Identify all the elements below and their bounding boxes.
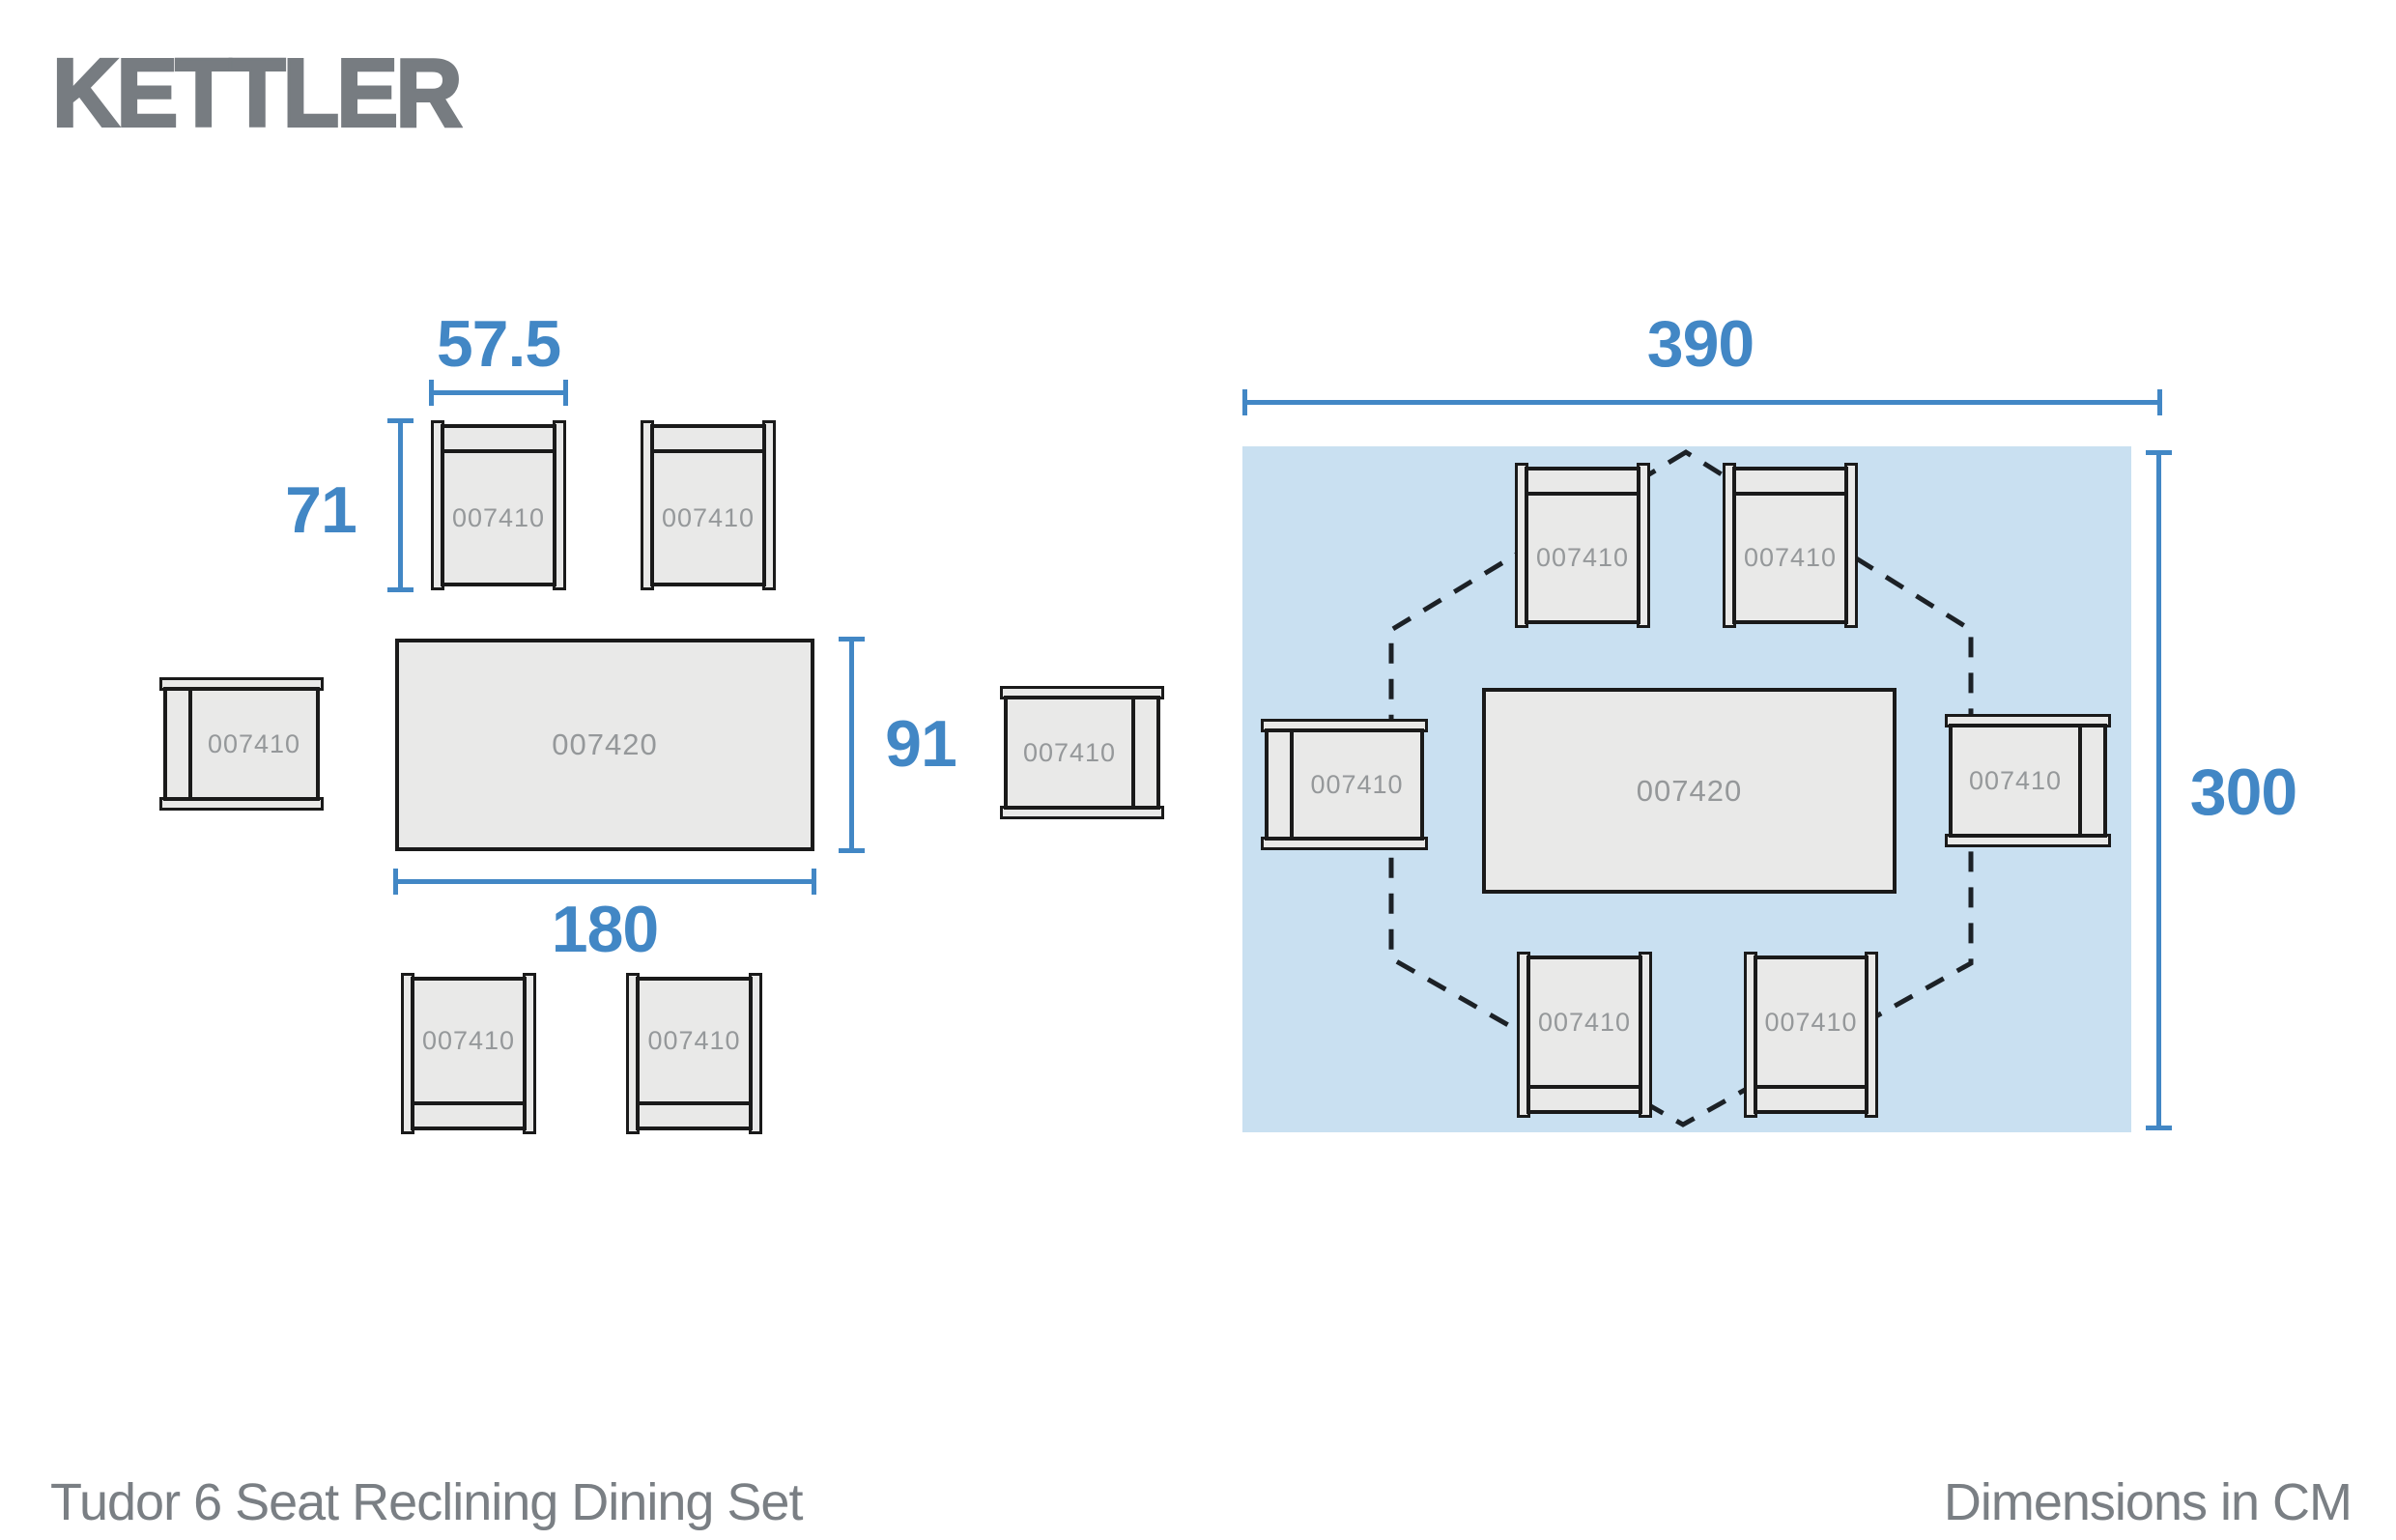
backrest-band [639,1101,750,1126]
dimension-line [431,390,566,395]
part-number-label: 007420 [552,727,658,761]
dimension-line [1244,400,2160,405]
backrest-band [1756,1085,1866,1110]
part-number-label: 007410 [647,1026,741,1055]
dimension-tick [839,848,865,853]
chair-top-view: 007410 [1945,714,2111,847]
chair-top-view: 007410 [401,973,536,1134]
chair-body: 007410 [636,977,753,1130]
chair-top-view: 007410 [1515,463,1650,628]
units-note: Dimensions in CM [1943,1473,2353,1531]
dimension-label: 300 [2189,756,2297,829]
dimension-label: 57.5 [436,307,561,381]
dimension-tick [393,869,398,895]
dimension-label: 180 [551,893,659,966]
chair-body: 007410 [1265,728,1424,841]
dimension-tick [387,418,414,423]
backrest-band [1735,471,1845,496]
chair-top-view: 007410 [1517,952,1652,1118]
dimension-line [398,420,403,590]
chair-top-view: 007410 [431,420,566,590]
backrest-band [1529,1085,1640,1110]
dimension-line [849,639,854,851]
chair-body: 007410 [1004,696,1160,810]
part-number-label: 007410 [1535,543,1630,572]
dimension-tick [812,869,816,895]
part-number-label: 007420 [1636,773,1743,808]
backrest-band [414,1101,524,1126]
part-number-label: 007410 [1764,1007,1858,1037]
chair-body: 007410 [650,424,766,586]
table-top-view: 007420 [1482,688,1897,894]
backrest-band [167,690,192,798]
chair-body: 007410 [163,687,320,801]
chair-body: 007410 [1525,467,1640,624]
dimension-line [395,879,814,884]
chair-top-view: 007410 [1261,719,1428,850]
chair-top-view: 007410 [1723,463,1858,628]
chair-top-view: 007410 [626,973,762,1134]
chair-top-view: 007410 [159,677,324,811]
chair-top-view: 007410 [1000,686,1164,819]
backrest-band [653,428,763,453]
dimension-line [2156,452,2161,1128]
part-number-label: 007410 [207,728,301,758]
chair-top-view: 007410 [641,420,776,590]
chair-body: 007410 [441,424,556,586]
product-title: Tudor 6 Seat Reclining Dining Set [50,1473,803,1531]
part-number-label: 007410 [1968,765,2063,795]
dimension-tick [2157,389,2162,415]
backrest-band [1527,471,1638,496]
chair-body: 007410 [1526,955,1642,1114]
dimension-tick [839,637,865,642]
part-number-label: 007410 [1537,1007,1632,1037]
part-number-label: 007410 [421,1026,516,1055]
backrest-band [443,428,554,453]
part-number-label: 007410 [1022,737,1117,767]
dimension-tick [2146,450,2172,455]
dimension-tick [1242,389,1247,415]
backrest-band [1131,699,1156,807]
chair-body: 007410 [1732,467,1848,624]
dimension-tick [2146,1126,2172,1130]
chair-body: 007410 [411,977,527,1130]
part-number-label: 007410 [1310,769,1404,799]
part-number-label: 007410 [661,502,756,532]
dimension-tick [429,380,434,406]
chair-top-view: 007410 [1744,952,1878,1118]
dimension-tick [563,380,568,406]
backrest-band [2078,727,2103,835]
dimension-tick [387,587,414,592]
dimension-label: 91 [885,707,957,781]
dimension-label: 71 [285,473,357,547]
kettler-logo: KETTLER [51,38,465,148]
chair-body: 007410 [1949,724,2107,838]
part-number-label: 007410 [1743,543,1838,572]
table-top-view: 007420 [395,639,814,851]
backrest-band [1269,731,1294,838]
chair-body: 007410 [1754,955,1868,1114]
dimension-label: 390 [1646,307,1754,381]
part-number-label: 007410 [451,502,546,532]
